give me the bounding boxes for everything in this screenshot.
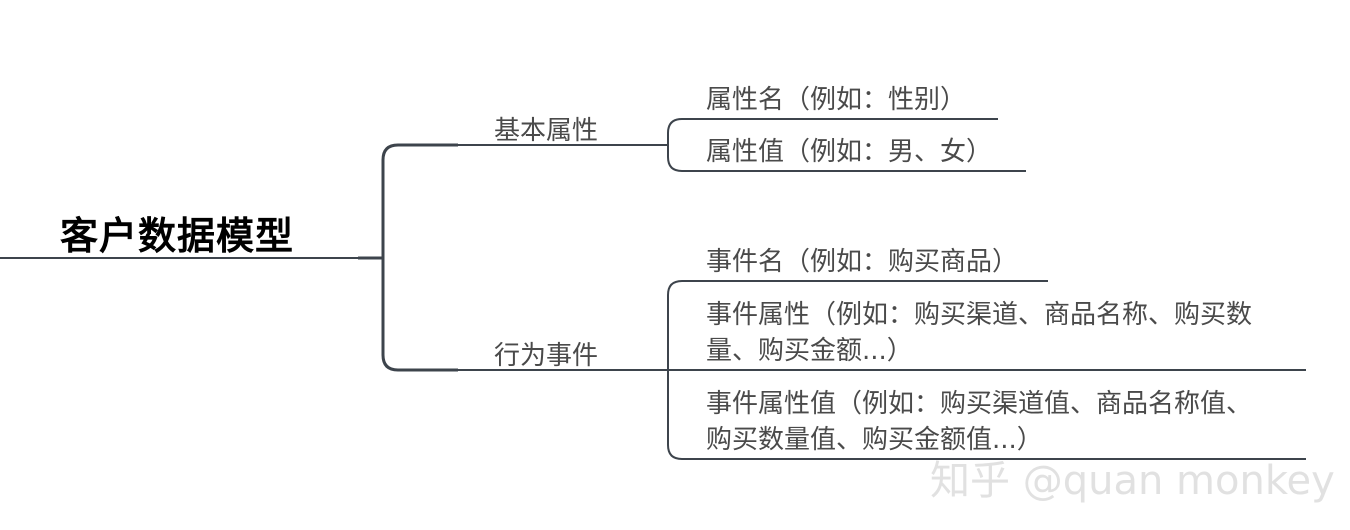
leaf-text-line: 事件名（例如：购买商品）	[706, 247, 1019, 277]
root-bracket	[381, 143, 458, 372]
watermark: 知乎 @quan monkey	[930, 458, 1335, 504]
branch-1-bracket	[667, 118, 1026, 172]
leaf-node-event-attribute: 事件属性（例如：购买渠道、商品名称、购买数 量、购买金额...）	[706, 297, 1252, 369]
leaf-node-attribute-name: 属性名（例如：性别）	[706, 82, 966, 118]
leaf-text-line: 事件属性（例如：购买渠道、商品名称、购买数	[706, 300, 1253, 330]
leaf-node-event-attribute-value: 事件属性值（例如：购买渠道值、商品名称值、 购买数量值、购买金额值...）	[706, 386, 1252, 458]
leaf-text-line: 事件属性值（例如：购买渠道值、商品名称值、	[706, 389, 1253, 419]
branch-node-basic-attributes: 基本属性	[494, 116, 599, 146]
leaf-text-line: 属性名（例如：性别）	[706, 85, 967, 115]
leaf-text-line: 量、购买金额...）	[706, 336, 913, 366]
leaf-node-event-name: 事件名（例如：购买商品）	[706, 244, 1018, 280]
leaf-node-attribute-value: 属性值（例如：男、女）	[706, 134, 992, 170]
leaf-text-line: 属性值（例如：男、女）	[706, 137, 993, 167]
leaf-text-line: 购买数量值、购买金额值...）	[706, 425, 1043, 455]
root-node: 客户数据模型	[60, 214, 295, 258]
branch-2-bracket	[667, 280, 1306, 460]
branch-node-behavior-events: 行为事件	[494, 341, 599, 371]
